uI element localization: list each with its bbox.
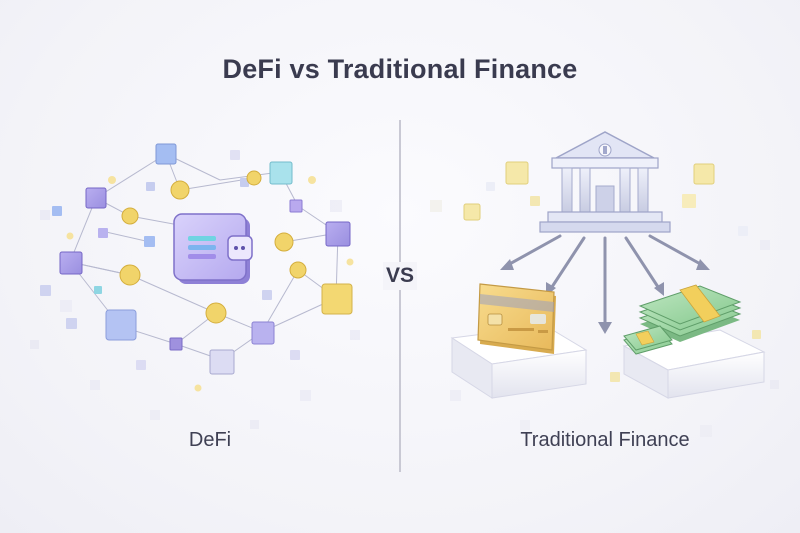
blockchain-network-icon bbox=[40, 143, 354, 392]
defi-caption: DeFi bbox=[188, 429, 232, 451]
token-coin-icon bbox=[66, 170, 354, 392]
center-divider bbox=[399, 120, 401, 472]
wallet-icon bbox=[173, 213, 253, 284]
bank-icon bbox=[539, 131, 671, 233]
flow-arrows bbox=[500, 234, 710, 334]
traditional-finance-illustration bbox=[450, 131, 766, 399]
traditional-finance-caption: Traditional Finance bbox=[520, 429, 690, 451]
background-tiles bbox=[30, 200, 779, 437]
cash-stack-icon bbox=[623, 284, 742, 355]
network-cubes bbox=[40, 143, 353, 375]
credit-card-icon bbox=[477, 283, 556, 354]
pedestal-right bbox=[622, 329, 766, 399]
versus-label: VS bbox=[383, 262, 417, 290]
page-title: DeFi vs Traditional Finance bbox=[222, 54, 578, 84]
